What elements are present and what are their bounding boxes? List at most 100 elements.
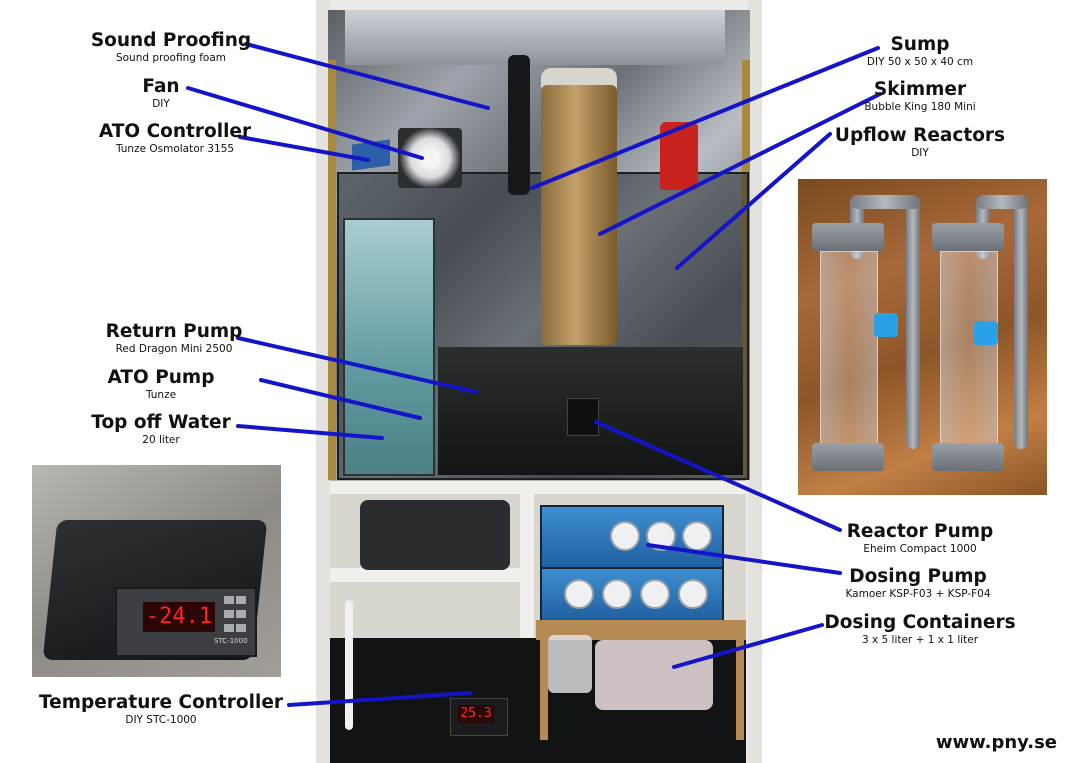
label-subtitle: Sound proofing foam <box>115 52 227 64</box>
temperature-display: -24.1 <box>143 602 215 632</box>
label-title: Return Pump <box>105 321 243 342</box>
pump-head-icon <box>602 579 632 609</box>
label-reactor-pump: Reactor Pump Eheim Compact 1000 <box>840 521 1000 556</box>
reactor-bend-pipe <box>976 195 1028 209</box>
label-temperature-controller: Temperature Controller DIY STC-1000 <box>34 692 288 727</box>
small-dosing-bottle <box>548 635 592 693</box>
label-fan: Fan DIY <box>111 76 211 111</box>
valve-icon <box>974 321 998 345</box>
pump-head-icon <box>682 521 712 551</box>
label-ato-pump: ATO Pump Tunze <box>86 367 236 402</box>
label-title: Temperature Controller <box>39 692 283 713</box>
power-strip <box>360 500 510 570</box>
label-dosing-pump: Dosing Pump Kamoer KSP-F03 + KSP-F04 <box>828 566 1008 601</box>
lower-left-shelf <box>330 568 520 582</box>
stand-leg <box>736 630 744 740</box>
cabinet-right-side <box>748 0 762 763</box>
label-top-off-water: Top off Water 20 liter <box>80 412 242 447</box>
button-icon <box>236 624 246 632</box>
temperature-controller-buttons <box>224 596 246 636</box>
leader-line-sound-proofing <box>244 42 490 110</box>
cabinet-left-side <box>316 0 330 763</box>
label-subtitle: DIY 50 x 50 x 40 cm <box>866 56 974 68</box>
leader-line-reactor-pump <box>594 420 842 532</box>
label-subtitle: Bubble King 180 Mini <box>864 101 976 113</box>
reactor-base <box>932 443 1004 471</box>
leader-line-dosing-containers <box>672 623 824 669</box>
foam-ceiling <box>345 10 725 65</box>
top-off-reservoir <box>343 218 435 476</box>
label-subtitle: Eheim Compact 1000 <box>863 543 977 555</box>
reactor-base <box>812 443 884 471</box>
leader-line-sump <box>530 46 880 190</box>
pump-head-icon <box>564 579 594 609</box>
dosing-pump-f04 <box>540 567 724 623</box>
label-sound-proofing: Sound Proofing Sound proofing foam <box>73 30 269 65</box>
upflow-reactors-photo <box>798 179 1047 495</box>
label-ato-controller: ATO Controller Tunze Osmolator 3155 <box>73 121 277 156</box>
label-title: ATO Controller <box>98 121 252 142</box>
label-subtitle: Tunze Osmolator 3155 <box>115 143 235 155</box>
button-icon <box>236 596 246 604</box>
label-upflow-reactors: Upflow Reactors DIY <box>830 125 1010 160</box>
cabinet-temp-display: 25.3 <box>458 705 494 723</box>
button-icon <box>236 610 246 618</box>
label-title: Dosing Containers <box>824 612 1016 633</box>
website-url: www.pny.se <box>935 732 1057 753</box>
button-icon <box>224 610 234 618</box>
label-subtitle: Red Dragon Mini 2500 <box>115 343 233 355</box>
white-hose <box>345 600 353 730</box>
label-title: Reactor Pump <box>846 521 994 542</box>
label-dosing-containers: Dosing Containers 3 x 5 liter + 1 x 1 li… <box>822 612 1018 647</box>
leader-line-temperature-controller <box>287 691 472 707</box>
cabinet-shelf <box>330 480 746 495</box>
temperature-controller-model: STC-1000 <box>214 637 248 645</box>
leader-line-ato-controller <box>238 135 370 162</box>
reactor-outlet-pipe <box>906 199 920 449</box>
label-title: Skimmer <box>873 79 967 100</box>
leader-line-top-off-water <box>236 424 384 440</box>
reactor-outlet-pipe <box>1014 199 1028 449</box>
fan-icon <box>398 128 462 188</box>
label-title: ATO Pump <box>107 367 215 388</box>
reactor-bend-pipe <box>850 195 920 209</box>
return-pump-unit <box>567 398 599 436</box>
pump-head-icon <box>640 579 670 609</box>
leader-line-fan <box>186 86 424 160</box>
label-title: Dosing Pump <box>849 566 987 587</box>
leader-line-skimmer <box>598 92 882 236</box>
pump-head-icon <box>610 521 640 551</box>
label-subtitle: 20 liter <box>142 434 180 446</box>
cork-strip-left <box>328 60 336 480</box>
leader-line-dosing-pump <box>646 543 842 575</box>
label-title: Sound Proofing <box>90 30 252 51</box>
drain-pipe <box>508 55 530 195</box>
button-icon <box>224 596 234 604</box>
label-subtitle: DIY STC-1000 <box>125 714 197 726</box>
button-icon <box>224 624 234 632</box>
dosing-container <box>595 640 713 710</box>
label-title: Sump <box>890 34 950 55</box>
label-title: Top off Water <box>91 412 231 433</box>
reactor-cap <box>932 223 1004 251</box>
label-skimmer: Skimmer Bubble King 180 Mini <box>850 79 990 114</box>
stand-leg <box>540 630 548 740</box>
leader-line-upflow-reactors <box>675 132 832 270</box>
label-subtitle: DIY <box>152 98 170 110</box>
label-title: Fan <box>142 76 180 97</box>
label-sump: Sump DIY 50 x 50 x 40 cm <box>850 34 990 69</box>
label-subtitle: Kamoer KSP-F03 + KSP-F04 <box>845 588 991 600</box>
leader-line-ato-pump <box>259 378 422 420</box>
skimmer-body <box>541 85 617 345</box>
valve-icon <box>874 313 898 337</box>
reactor-cap <box>812 223 884 251</box>
label-subtitle: Tunze <box>145 389 177 401</box>
reactor-tube <box>820 251 878 453</box>
label-title: Upflow Reactors <box>834 125 1006 146</box>
label-return-pump: Return Pump Red Dragon Mini 2500 <box>76 321 272 356</box>
leader-line-return-pump <box>236 336 478 394</box>
label-subtitle: 3 x 5 liter + 1 x 1 liter <box>861 634 979 646</box>
label-subtitle: DIY <box>911 147 929 159</box>
pump-head-icon <box>678 579 708 609</box>
